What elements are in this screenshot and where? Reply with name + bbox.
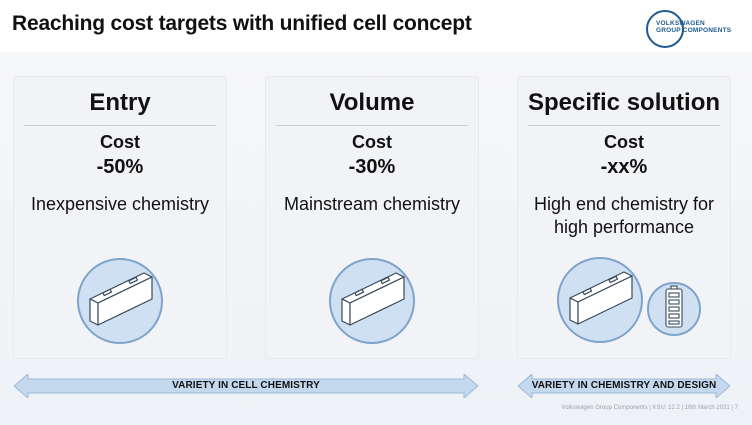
column-description: High end chemistry for high performance (533, 194, 715, 237)
column-description: Inexpensive chemistry (30, 194, 210, 214)
column-volume: Volume Cost -30% Mainstream chemistry (266, 77, 478, 358)
battery-cell-and-pack-icon (557, 257, 701, 343)
double-arrow-icon (14, 374, 478, 398)
column-description: Mainstream chemistry (283, 194, 461, 214)
column-divider (276, 125, 468, 126)
battery-cell-icon (77, 258, 163, 344)
column-title: Entry (89, 89, 151, 116)
arrow-label: VARIETY IN CHEMISTRY AND DESIGN (531, 380, 717, 391)
volkswagen-group-components-logo: VOLKSWAGEN GROUP COMPONENTS (646, 8, 731, 48)
column-divider (24, 125, 216, 126)
column-title: Volume (329, 89, 415, 116)
battery-cell-icon (329, 258, 415, 344)
logo-line-1: VOLKSWAGEN (656, 20, 705, 27)
slide-title: Reaching cost targets with unified cell … (12, 12, 472, 35)
logo-text: VOLKSWAGEN GROUP COMPONENTS (656, 20, 731, 34)
column-specific-solution: Specific solution Cost -xx% High end che… (518, 77, 730, 358)
variety-chemistry-design-arrow: VARIETY IN CHEMISTRY AND DESIGN (518, 374, 730, 398)
cost-value: -30% (348, 156, 396, 178)
cost-label: Cost (100, 132, 140, 152)
cost-label: Cost (352, 132, 392, 152)
logo-line-2: GROUP COMPONENTS (656, 27, 732, 34)
arrow-label: VARIETY IN CELL CHEMISTRY (172, 380, 320, 391)
cost-label: Cost (604, 132, 644, 152)
cost-value: -50% (96, 156, 144, 178)
column-entry: Entry Cost -50% Inexpensive chemistry (14, 77, 226, 358)
column-divider (528, 125, 720, 126)
slide-footer: Volkswagen Group Components | KSU: 12.2 … (561, 405, 738, 411)
cost-value: -xx% (600, 156, 648, 178)
column-title: Specific solution (527, 89, 721, 116)
double-arrow-icon (518, 374, 730, 398)
variety-cell-chemistry-arrow: VARIETY IN CELL CHEMISTRY (14, 374, 478, 398)
logo-ring-icon (646, 10, 684, 48)
